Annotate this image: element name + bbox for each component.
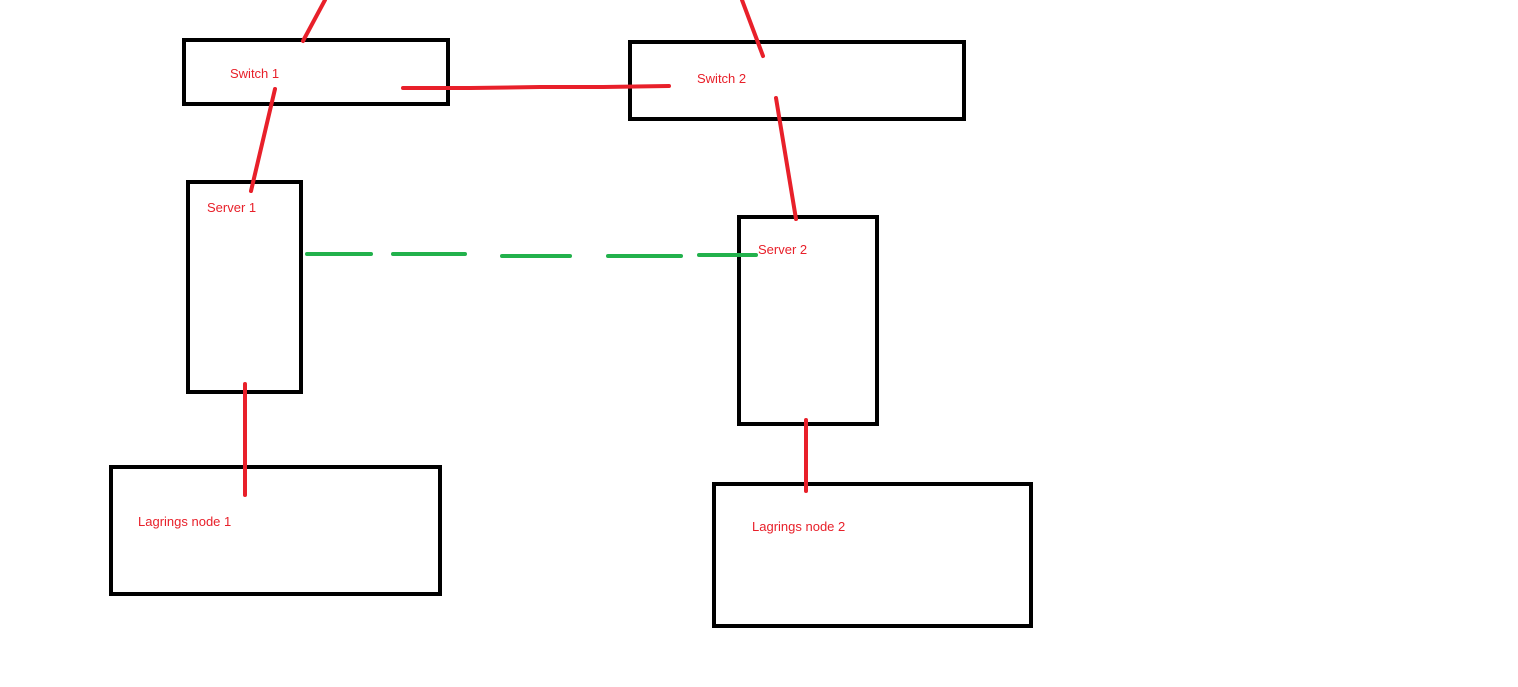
switch-2-box: [628, 40, 966, 121]
storage-node-1-box: [109, 465, 442, 596]
uplink-switch-1: [301, 0, 327, 43]
server-2-label: Server 2: [758, 242, 807, 257]
storage-node-2-label: Lagrings node 2: [752, 519, 845, 534]
server-1-label: Server 1: [207, 200, 256, 215]
switch-2-label: Switch 2: [697, 71, 746, 86]
storage-node-1-label: Lagrings node 1: [138, 514, 231, 529]
uplink-switch-2: [740, 0, 765, 58]
storage-node-2-box: [712, 482, 1033, 628]
link-switch-1-server-1: [249, 87, 277, 193]
link-switch-2-server-2: [774, 96, 798, 221]
switch-1-label: Switch 1: [230, 66, 279, 81]
switch-1-box: [182, 38, 450, 106]
link-switch-1-switch-2: [401, 84, 671, 90]
